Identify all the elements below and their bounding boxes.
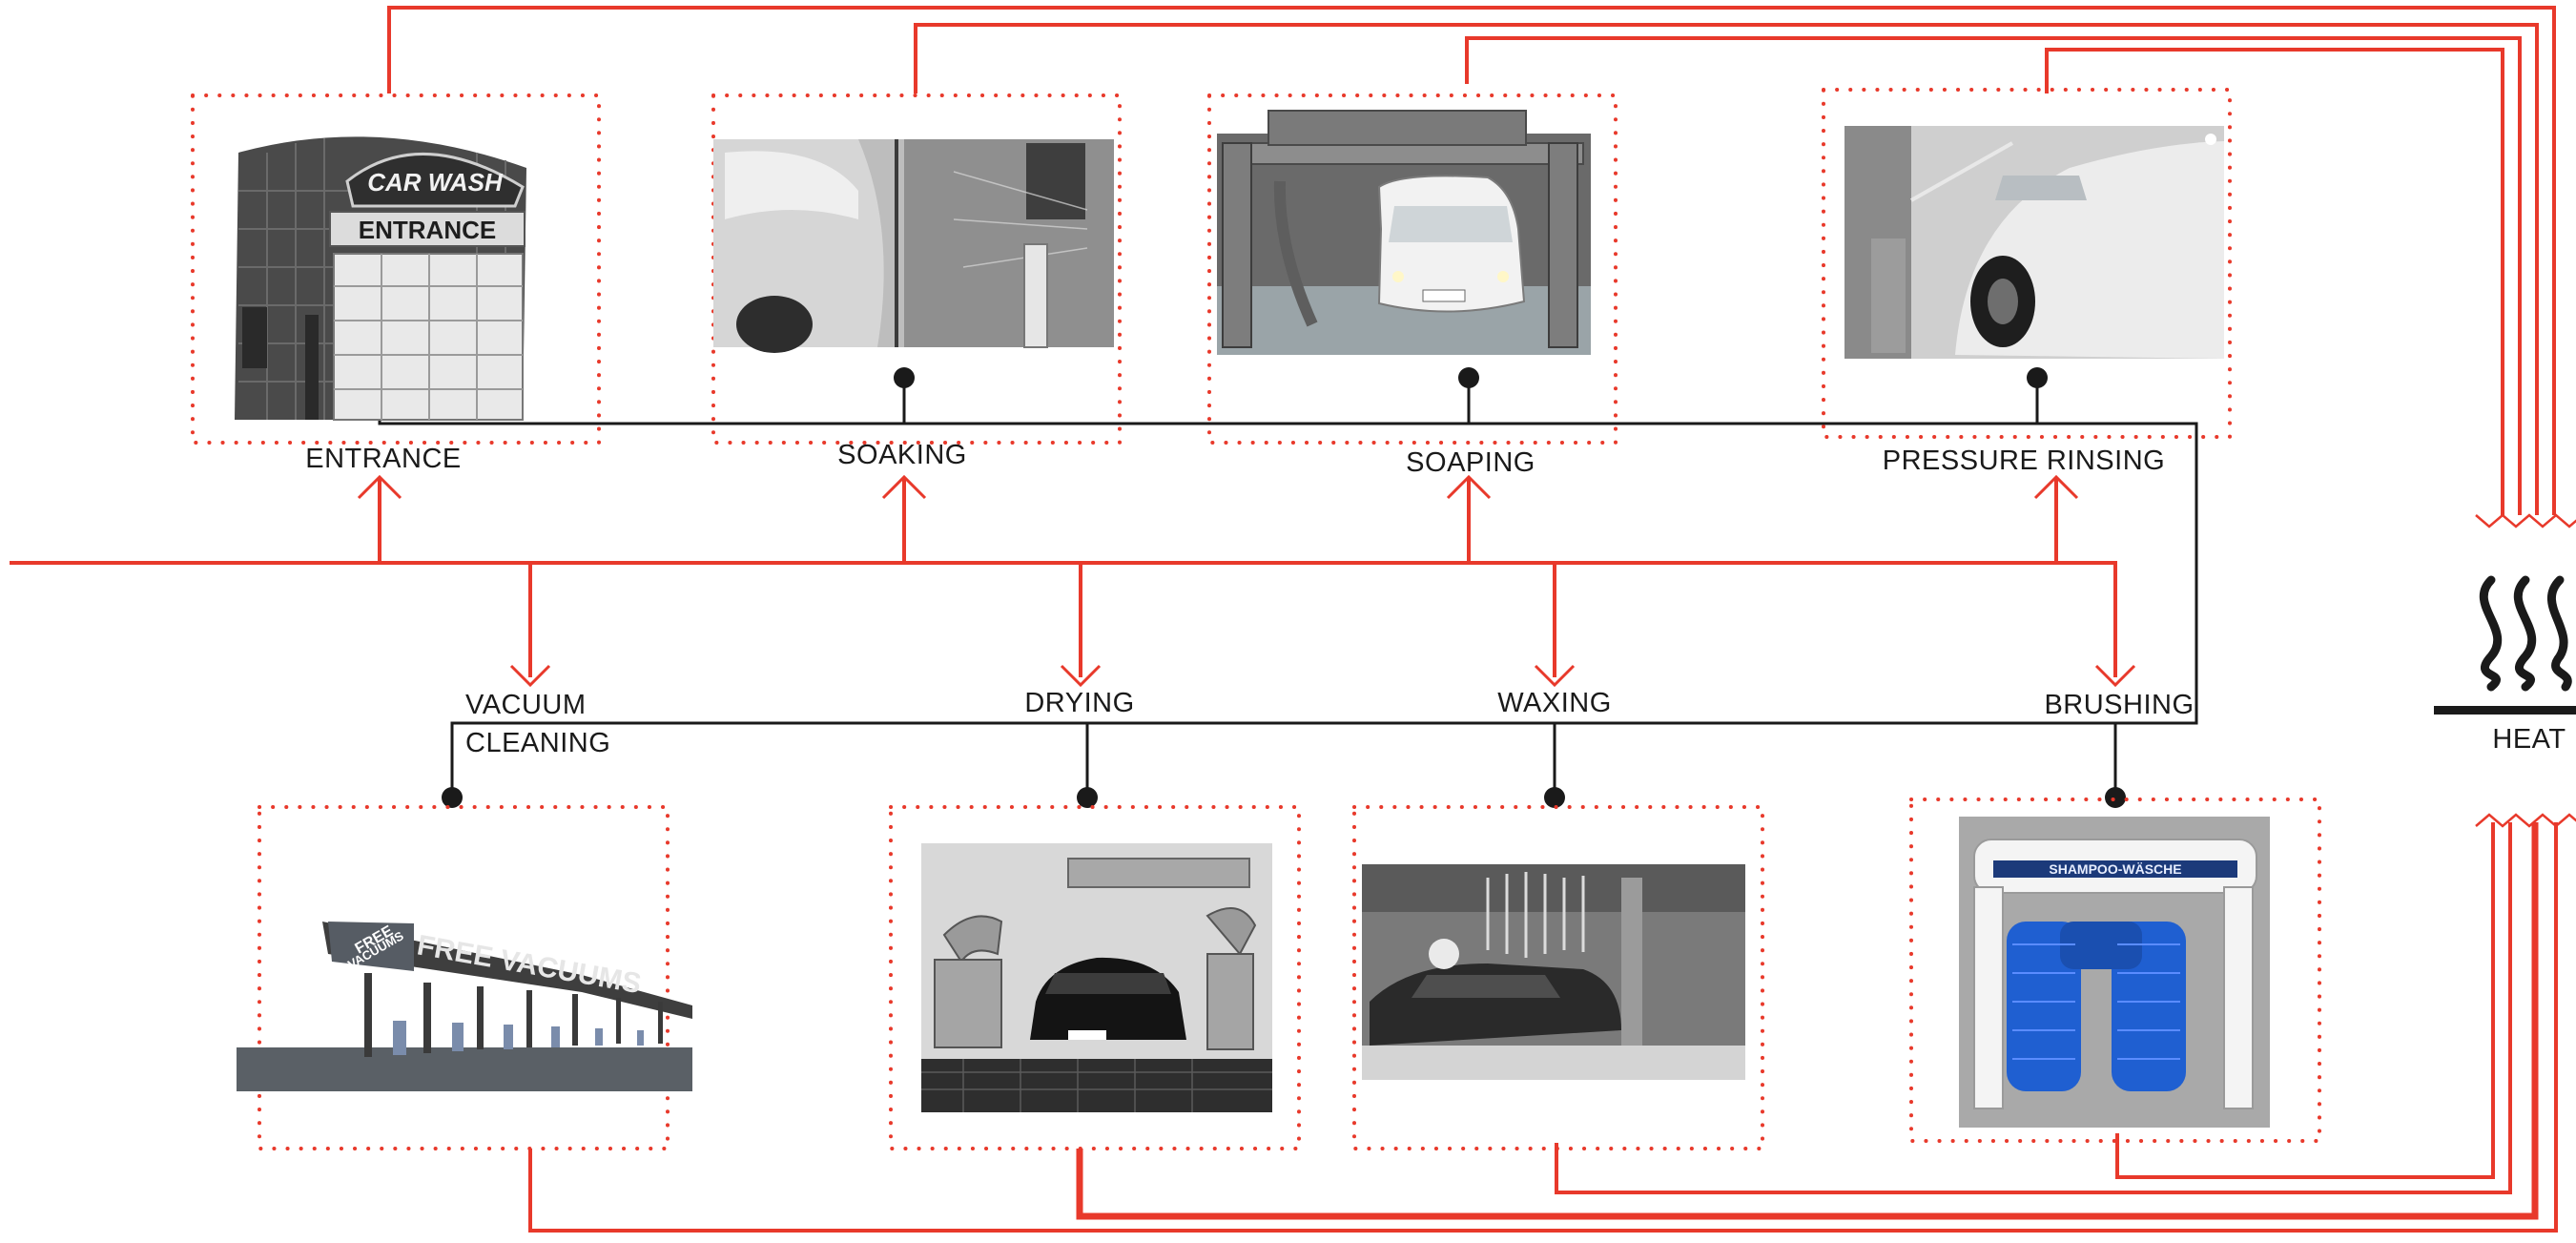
process-flow-line <box>378 378 2198 798</box>
flow-node-pressure-rinse <box>2027 367 2048 388</box>
flow-node-vacuum <box>442 787 463 808</box>
stage-labels: ENTRANCE SOAKING SOAPING PRESSURE RINSIN… <box>305 440 2194 758</box>
stage-label-vacuum-line1: VACUUM <box>465 690 587 720</box>
flow-node-waxing <box>1544 787 1565 808</box>
waxing-tunnel-photo <box>1362 864 1745 1080</box>
frame-pressure-rinse <box>1822 88 2232 439</box>
free-vacuums-photo: FREE VACUUMS FREE VACUUMS <box>237 922 692 1091</box>
arrowhead-up-entrance <box>357 474 402 500</box>
heat-supply-lines-top <box>387 6 2576 528</box>
frame-soaping <box>1207 93 1618 445</box>
heat-return-lines-bottom <box>528 813 2576 1233</box>
return-line-waxing <box>1555 822 2512 1194</box>
frame-entrance <box>191 93 601 445</box>
flow-path <box>378 378 2198 798</box>
stage-label-drying: DRYING <box>1024 688 1134 718</box>
flow-node-soaking <box>894 367 915 388</box>
stage-label-waxing: WAXING <box>1497 688 1612 718</box>
return-line-brushing <box>2115 822 2495 1179</box>
photo-frames <box>191 88 2321 1150</box>
flow-node-soaping <box>1458 367 1479 388</box>
arrowhead-down-waxing <box>1534 664 1576 688</box>
heat-line-soaping <box>1465 36 2522 515</box>
frame-waxing <box>1352 805 1764 1150</box>
heat-arrows-bottom <box>2475 813 2576 828</box>
arrowhead-up-pressure-rinse <box>2033 474 2079 500</box>
stage-label-vacuum-line2: CLEANING <box>465 728 610 758</box>
frame-brushing <box>1909 798 2321 1143</box>
soaping-gantry-photo <box>1217 110 1591 355</box>
heat-label: HEAT <box>2492 724 2566 755</box>
heat-arrows-top <box>2475 513 2576 528</box>
stage-label-soaking: SOAKING <box>837 440 967 470</box>
arrowhead-down-vacuum <box>509 664 551 688</box>
arrowhead-up-soaking <box>881 474 927 500</box>
heat-main-line <box>10 561 2117 677</box>
flow-node-drying <box>1077 787 1098 808</box>
entrance-sign-text: ENTRANCE <box>359 216 496 244</box>
drying-blowers-photo <box>921 843 1272 1112</box>
car-wash-sign-text: CAR WASH <box>367 168 504 197</box>
arrowhead-down-brushing <box>2094 664 2136 688</box>
stage-label-brushing: BRUSHING <box>2044 690 2194 720</box>
soaking-sprayer-photo <box>713 139 1114 353</box>
heat-line-entrance <box>387 6 2556 515</box>
pressure-rinse-photo <box>1844 126 2224 359</box>
flow-nodes <box>369 367 2126 808</box>
return-line-drying <box>1076 822 2539 1220</box>
stage-label-entrance: ENTRANCE <box>305 444 462 474</box>
heat-distribution-lines <box>10 474 2136 688</box>
stage-label-pressure-rinsing: PRESSURE RINSING <box>1883 445 2165 476</box>
free-vacuums-text: FREE VACUUMS <box>415 929 644 1000</box>
heat-line-soaking <box>914 23 2539 515</box>
heat-icon <box>2434 575 2576 715</box>
frame-vacuum <box>258 805 670 1150</box>
stage-label-soaping: SOAPING <box>1406 447 1535 478</box>
flow-node-brushing <box>2105 787 2126 808</box>
return-line-vacuum <box>528 822 2558 1233</box>
heat-line-pressure-rinse <box>2045 48 2504 515</box>
arrowhead-down-drying <box>1060 664 1102 688</box>
brush-gantry-photo: SHAMPOO-WÄSCHE <box>1959 817 2270 1128</box>
arrowhead-up-soaping <box>1446 474 1492 500</box>
frame-drying <box>889 805 1301 1150</box>
shampoo-sign-text: SHAMPOO-WÄSCHE <box>2049 861 2181 877</box>
car-wash-entrance-photo: CAR WASH ENTRANCE <box>235 136 526 421</box>
